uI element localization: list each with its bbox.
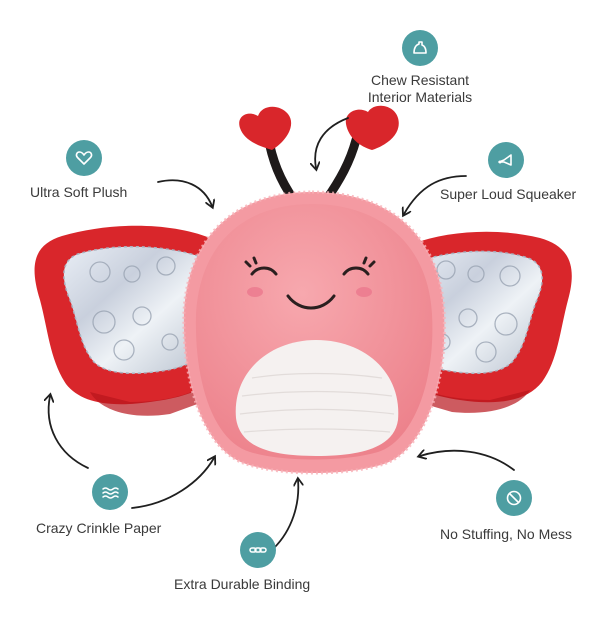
arrow-ultra-soft <box>157 179 212 206</box>
feature-no-stuffing: No Stuffing, No Mess <box>440 480 590 543</box>
chain-icon <box>240 532 276 568</box>
feature-squeaker: Super Loud Squeaker <box>440 142 590 203</box>
waves-icon <box>92 474 128 510</box>
arrow-crinkle-left <box>49 396 89 469</box>
callout-arrows <box>49 117 515 549</box>
feature-chew-resistant: Chew Resistant Interior Materials <box>360 30 480 106</box>
feature-label: Extra Durable Binding <box>174 576 311 592</box>
left-wing <box>34 225 215 416</box>
feature-label: No Stuffing, No Mess <box>440 526 573 542</box>
arrow-chew-resistant <box>315 117 349 168</box>
arrow-squeaker <box>404 175 467 214</box>
arrow-binding <box>273 480 298 549</box>
feature-ultra-soft: Ultra Soft Plush <box>30 140 170 201</box>
feature-label: Super Loud Squeaker <box>440 186 577 202</box>
flexed-arm-icon <box>402 30 438 66</box>
arrow-crinkle-right <box>131 458 214 509</box>
feature-binding: Extra Durable Binding <box>174 532 334 593</box>
plush-body <box>182 190 446 475</box>
crossed-out-circle-icon <box>496 480 532 516</box>
antennae <box>239 105 399 205</box>
arrow-no-stuffing <box>420 451 515 471</box>
feature-label: Crazy Crinkle Paper <box>36 520 162 536</box>
feature-crinkle: Crazy Crinkle Paper <box>36 474 186 537</box>
feature-label: Ultra Soft Plush <box>30 184 128 200</box>
horn-icon <box>488 142 524 178</box>
heart-icon <box>66 140 102 176</box>
feature-label: Chew Resistant Interior Materials <box>367 72 473 105</box>
